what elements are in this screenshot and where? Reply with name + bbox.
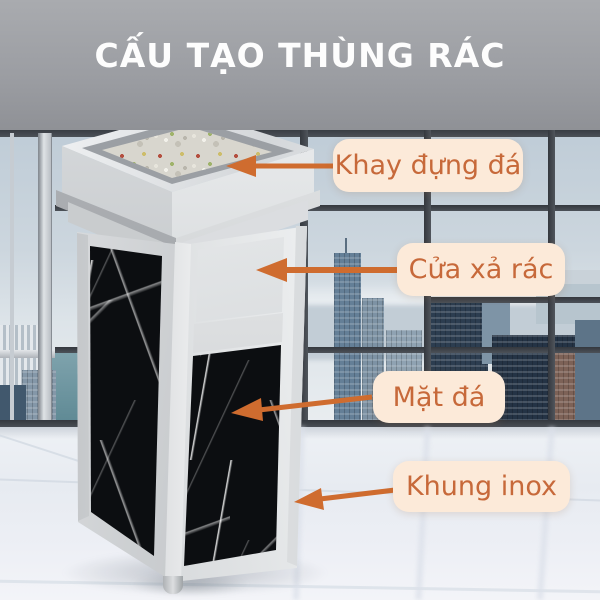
callout-label-inox-frame: Khung inox bbox=[393, 461, 570, 512]
bin-foot bbox=[163, 576, 183, 594]
building-tall-tower bbox=[334, 253, 361, 427]
title-band: CẤU TẠO THÙNG RÁC bbox=[0, 0, 600, 130]
page-title: CẤU TẠO THÙNG RÁC bbox=[94, 36, 506, 75]
window-frame-thin-left bbox=[10, 133, 14, 422]
building-bluegray-tower bbox=[575, 320, 600, 427]
window-mullion-row2 bbox=[55, 205, 600, 211]
floor-reflection-2 bbox=[415, 426, 431, 600]
building-brown-tower bbox=[553, 353, 577, 427]
window-mullion-row3 bbox=[55, 347, 600, 353]
callout-label-stone-panel: Mặt đá bbox=[373, 371, 505, 423]
floor-reflection-3 bbox=[536, 427, 556, 600]
callout-label-trash-door: Cửa xả rác bbox=[397, 243, 565, 296]
window-mullion-sub bbox=[424, 297, 600, 303]
window-frame-steel-left bbox=[38, 133, 52, 422]
callout-label-pebble-tray: Khay đựng đá bbox=[333, 139, 523, 192]
window-rail-left bbox=[0, 350, 55, 358]
building-antenna bbox=[345, 238, 347, 254]
